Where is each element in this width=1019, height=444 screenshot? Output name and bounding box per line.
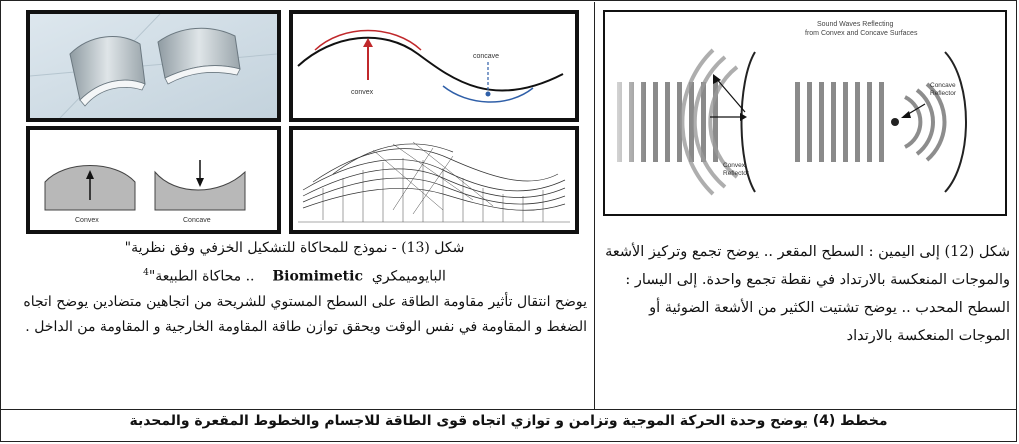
concave-reflector	[944, 51, 967, 193]
convex-concave-arrow-diagram: Convex Concave	[44, 160, 246, 224]
sound-wave-figure-box: Sound Waves Reflecting from Convex and C…	[603, 10, 1007, 216]
diagram-title: مخطط (4) يوضح وحدة الحركة الموجية وتزامن…	[129, 413, 888, 429]
wave-diagram-box: convex concave	[289, 10, 579, 122]
wireframe-mesh-box	[289, 126, 579, 234]
sound-figure-title-2: from Convex and Concave Surfaces	[805, 30, 918, 37]
figure-13-body: يوضح انتقال تأثير مقاومة الطاقة على السط…	[23, 293, 587, 335]
convex-reflector-label-1: Convex	[723, 162, 746, 169]
right-wavefronts	[795, 82, 884, 162]
figure-13-caption: شكل (13) - نموذج للمحاكاة للتشكيل الخزفي…	[12, 236, 587, 340]
wave-convex-label: convex	[351, 89, 374, 96]
arrow-convex-label: Convex	[75, 217, 99, 224]
shell-render-image	[30, 14, 277, 118]
wave-diagram: convex concave	[297, 29, 564, 103]
concave-reflector-label-2: Reflector	[930, 90, 957, 97]
column-divider	[594, 2, 595, 409]
concave-reflector-label-1: Concave	[930, 82, 956, 89]
footnote-marker: 4	[143, 268, 149, 278]
wave-concave-label: concave	[473, 53, 499, 60]
convex-reflector-label-2: Reflector	[723, 170, 750, 177]
figure-13-title: شكل (13) - نموذج للمحاكاة للتشكيل الخزفي…	[124, 240, 465, 256]
figure-13-subtitle: البايوميمكري Biomimetic .. محاكاة الطبيع…	[12, 261, 587, 290]
subtitle-arabic-term: البايوميمكري	[371, 268, 446, 285]
shell-render-box	[26, 10, 281, 122]
convex-reflector	[740, 51, 756, 193]
title-divider	[0, 409, 1017, 410]
concave-highlight-arc	[442, 85, 534, 103]
subtitle-english-term: Biomimetic	[272, 268, 363, 285]
figure-12-caption: شكل (12) إلى اليمين : السطح المقعر .. يو…	[605, 244, 1010, 344]
convex-highlight-arc	[314, 29, 422, 51]
sine-wave	[297, 36, 564, 92]
wireframe-mesh	[298, 141, 570, 223]
sound-figure-title-1: Sound Waves Reflecting	[817, 21, 893, 28]
arrow-diagram-box: Convex Concave	[26, 126, 281, 234]
sound-wave-figure: Sound Waves Reflecting from Convex and C…	[605, 21, 967, 202]
concave-block	[154, 170, 246, 211]
arrow-concave-label: Concave	[183, 217, 211, 224]
subtitle-tail: .. محاكاة الطبيعة"	[148, 268, 255, 285]
